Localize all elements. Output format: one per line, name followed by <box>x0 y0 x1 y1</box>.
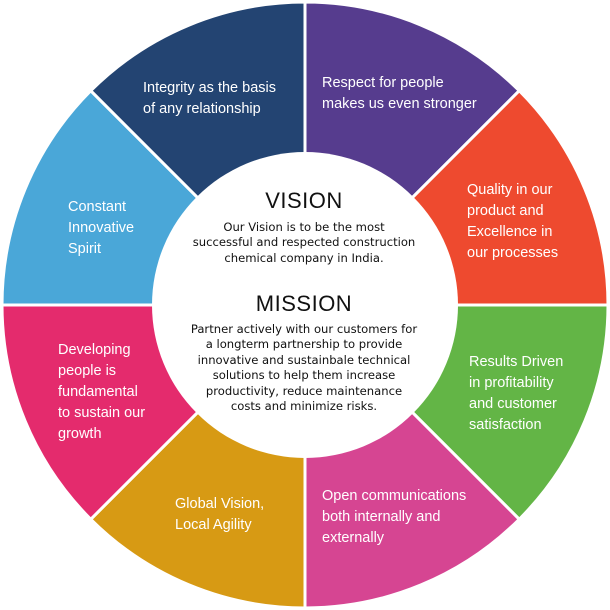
segment-label-communications: Open communications both internally and … <box>322 488 467 546</box>
segment-label-innovative: Constant Innovative Spirit <box>68 199 135 257</box>
segment-label-integrity: Integrity as the basis of any relationsh… <box>143 80 276 117</box>
center-circle <box>152 152 458 458</box>
segment-label-results: Results Driven in profitability and cust… <box>469 354 564 433</box>
segment-label-developing: Developing people is fundamental to sust… <box>58 342 146 442</box>
segment-label-global: Global Vision, Local Agility <box>175 496 265 533</box>
mission-text: Partner actively with our customers for … <box>190 322 418 414</box>
vision-heading: VISION <box>265 188 343 213</box>
vision-text: Our Vision is to be the most successful … <box>192 220 416 265</box>
mission-heading: MISSION <box>255 291 353 316</box>
segment-label-quality: Quality in our product and Excellence in… <box>467 182 559 261</box>
segment-label-respect: Respect for people makes us even stronge… <box>322 75 477 112</box>
